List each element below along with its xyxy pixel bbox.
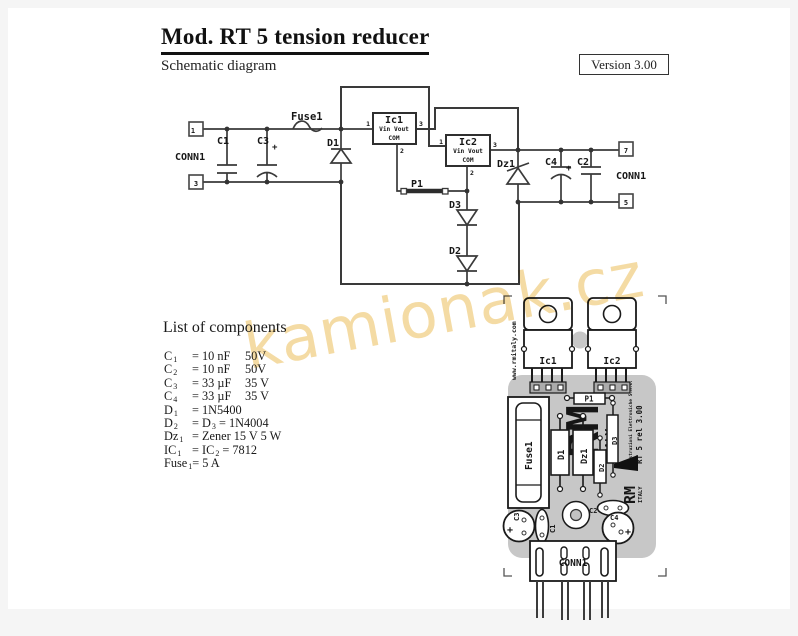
pcb-ic2-label: Ic2 <box>603 356 620 367</box>
pcb-center-hole <box>561 500 591 530</box>
pcb-c4-capacitor <box>601 511 635 545</box>
ic1-box <box>372 112 417 145</box>
p1-trimmer-symbol <box>400 187 449 195</box>
pcb-p1-trimmer <box>563 392 616 405</box>
ic2-box <box>445 134 491 167</box>
ic2-com-label: COM <box>462 157 473 164</box>
pcb-c3-capacitor <box>502 509 536 543</box>
pcb-conn1-legs <box>536 581 609 620</box>
component-row: Fuse1= 5 A <box>164 456 220 472</box>
d3-label: D3 <box>449 200 461 211</box>
component-row: Dz1= Zener 15 V 5 W <box>164 429 282 445</box>
conn1-left-label: CONN1 <box>175 152 205 163</box>
component-row: IC1= IC2 = 7812 <box>164 442 257 458</box>
ic2-pin1-num: 1 <box>439 138 443 146</box>
pcb-conn1 <box>529 540 617 582</box>
c4-label: C4 <box>545 157 557 168</box>
pcb-d2-diode <box>593 435 607 498</box>
pin5-number: 5 <box>624 199 628 207</box>
components-list-heading: List of components <box>163 319 287 336</box>
c1-label: C1 <box>217 136 229 147</box>
c3-plus: + <box>272 143 278 153</box>
ic1-pin2-num: 2 <box>400 147 404 155</box>
ic2-pins-label: Vin Vout <box>453 147 483 155</box>
pcb-c2-capacitor <box>596 499 630 517</box>
pcb-p1-label: P1 <box>584 395 594 404</box>
dz1-label: Dz1 <box>497 159 515 170</box>
page-subtitle: Schematic diagram <box>161 58 277 74</box>
pcb-c3-label: C3 <box>513 513 521 521</box>
pcb-c3-plus: + <box>507 525 513 536</box>
pcb-d2-label: D2 <box>598 464 606 472</box>
pcb-conn1-label: CONN1 <box>559 558 588 569</box>
ic1-pin3-num: 3 <box>419 120 423 128</box>
rm-italy-logo: RM ITALY <box>614 455 644 504</box>
d1-label: D1 <box>327 138 339 149</box>
italy-logo-text: ITALY <box>638 486 644 503</box>
d2-label: D2 <box>449 246 461 257</box>
pin7-number: 7 <box>624 147 628 155</box>
pin1-number: 1 <box>191 127 195 135</box>
c3-label: C3 <box>257 136 269 147</box>
component-row: D1= 1N5400 <box>164 402 242 418</box>
pcb-d1-diode <box>550 412 570 493</box>
rm-logo-text: RM <box>621 486 639 504</box>
conn1-pin1-square <box>188 121 204 137</box>
pcb-c4-label: C4 <box>610 514 618 522</box>
ic2-pin3-num: 3 <box>493 141 497 149</box>
pcb-website-text: www.rmitaly.com <box>510 321 518 380</box>
schematic-wires <box>203 86 619 285</box>
ic1-pin1-num: 1 <box>366 120 370 128</box>
pcb-dz1-diode <box>572 412 594 493</box>
ic1-com-label: COM <box>388 135 399 142</box>
schematic-diagram: CONN1 1 3 7 5 C1 C3 + Fuse1 D1 Ic1 Vin V… <box>175 86 646 287</box>
ic1-pins-label: Vin Vout <box>379 125 409 133</box>
pcb-d3-diode <box>606 400 619 478</box>
pcb-dz1-label: Dz1 <box>580 449 590 464</box>
pcb-maker-text: Costruzioni Elettroniche S.n.c. <box>628 380 634 464</box>
p1-label: P1 <box>411 179 423 190</box>
pcb-c4-plus: + <box>625 527 631 538</box>
pcb-d1-label: D1 <box>557 450 567 460</box>
ic2-pin2-num: 2 <box>470 169 474 177</box>
conn1-pin7-square <box>618 141 634 157</box>
pcb-c1-capacitor <box>534 508 550 544</box>
fuse1-label: Fuse1 <box>291 111 323 123</box>
conn1-pin3-square <box>188 174 204 190</box>
pcb-release-text: RT 5 rel 3.00 <box>635 405 644 464</box>
pcb-layout: RM ITALY ITALY RT 5 www.rmitaly.com Ic1 <box>502 295 667 620</box>
pcb-ic1-package <box>520 297 576 394</box>
junction-dots <box>224 126 594 287</box>
conn1-right-label: CONN1 <box>616 171 646 182</box>
c4-plus: + <box>566 164 572 174</box>
document-page: Mod. RT 5 tension reducer Schematic diag… <box>8 8 790 620</box>
pcb-fuse-holder <box>507 396 550 509</box>
pcb-c1-label: C1 <box>549 525 557 533</box>
pcb-ic1-label: Ic1 <box>539 356 556 367</box>
pcb-c2-label: C2 <box>589 507 597 515</box>
pcb-d3-label: D3 <box>611 437 619 445</box>
ic2-name: Ic2 <box>459 137 477 148</box>
c2-label: C2 <box>577 157 589 168</box>
pcb-corner-marks <box>503 295 667 577</box>
ic1-name: Ic1 <box>385 115 403 126</box>
component-row: D2= D3 = 1N4004 <box>164 415 269 431</box>
conn1-pin5-square <box>618 193 634 209</box>
page-title: Mod. RT 5 tension reducer <box>161 24 430 55</box>
pin3-number: 3 <box>194 180 198 188</box>
version-badge: Version 3.00 <box>579 54 669 75</box>
pcb-ic2-package <box>584 297 640 394</box>
pcb-fuse-label: Fuse1 <box>524 441 535 470</box>
